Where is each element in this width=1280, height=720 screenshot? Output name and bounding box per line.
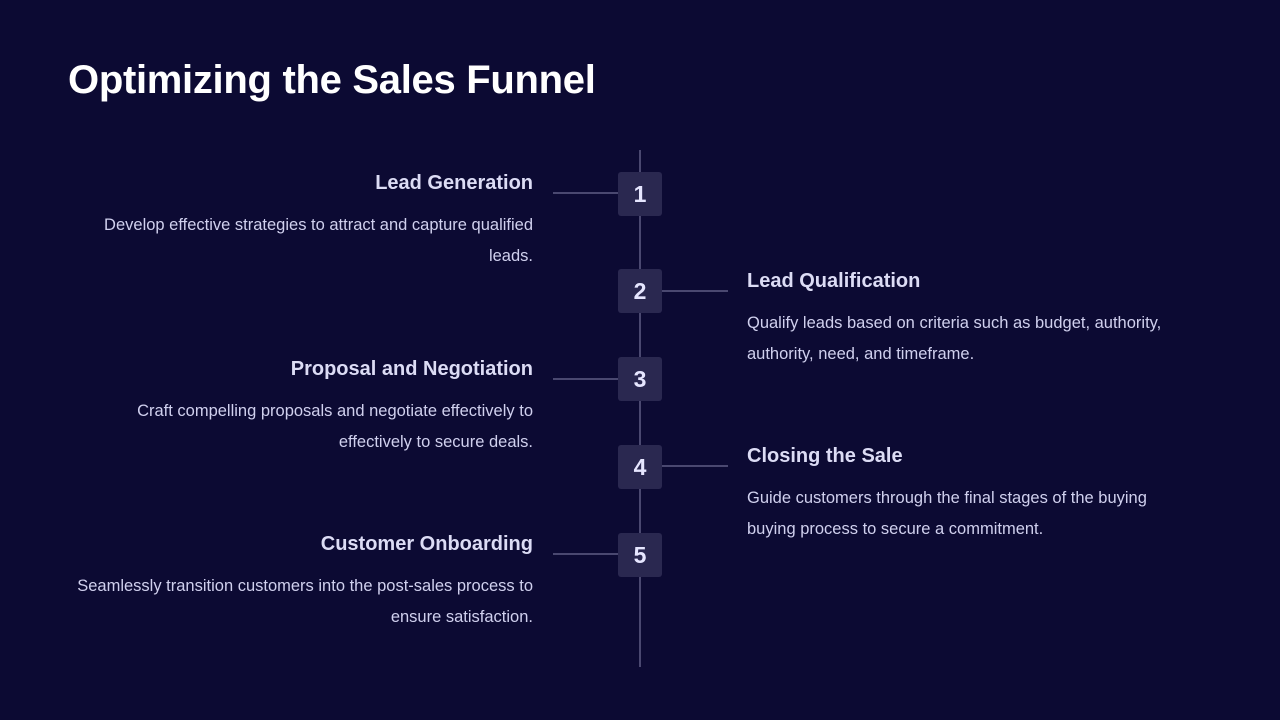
step-proposal-negotiation: Proposal and Negotiation Craft compellin… [73, 356, 533, 458]
step-closing-sale: Closing the Sale Guide customers through… [747, 443, 1187, 545]
step-customer-onboarding: Customer Onboarding Seamlessly transitio… [73, 531, 533, 633]
step-description: Qualify leads based on criteria such as … [747, 314, 1162, 363]
step-number-4: 4 [618, 445, 662, 489]
step-lead-qualification: Lead Qualification Qualify leads based o… [747, 268, 1197, 370]
step-title: Proposal and Negotiation [290, 358, 533, 380]
timeline-axis [639, 150, 641, 667]
connector-1 [553, 192, 618, 194]
step-title: Customer Onboarding [320, 533, 533, 555]
step-number-5: 5 [618, 533, 662, 577]
connector-4 [662, 465, 728, 467]
step-number-1: 1 [618, 172, 662, 216]
step-number-2: 2 [618, 269, 662, 313]
connector-3 [553, 378, 618, 380]
step-number-3: 3 [618, 357, 662, 401]
step-description: Seamlessly transition customers into the… [77, 577, 533, 626]
page-title: Optimizing the Sales Funnel [68, 58, 596, 102]
connector-5 [553, 553, 618, 555]
connector-2 [662, 290, 728, 292]
step-title: Lead Qualification [747, 270, 921, 292]
step-title: Closing the Sale [747, 445, 903, 467]
step-description: Develop effective strategies to attract … [104, 216, 533, 265]
step-description: Guide customers through the final stages… [747, 489, 1147, 538]
step-title: Lead Generation [375, 172, 533, 194]
step-lead-generation: Lead Generation Develop effective strate… [73, 170, 533, 272]
step-description: Craft compelling proposals and negotiate… [137, 402, 533, 451]
